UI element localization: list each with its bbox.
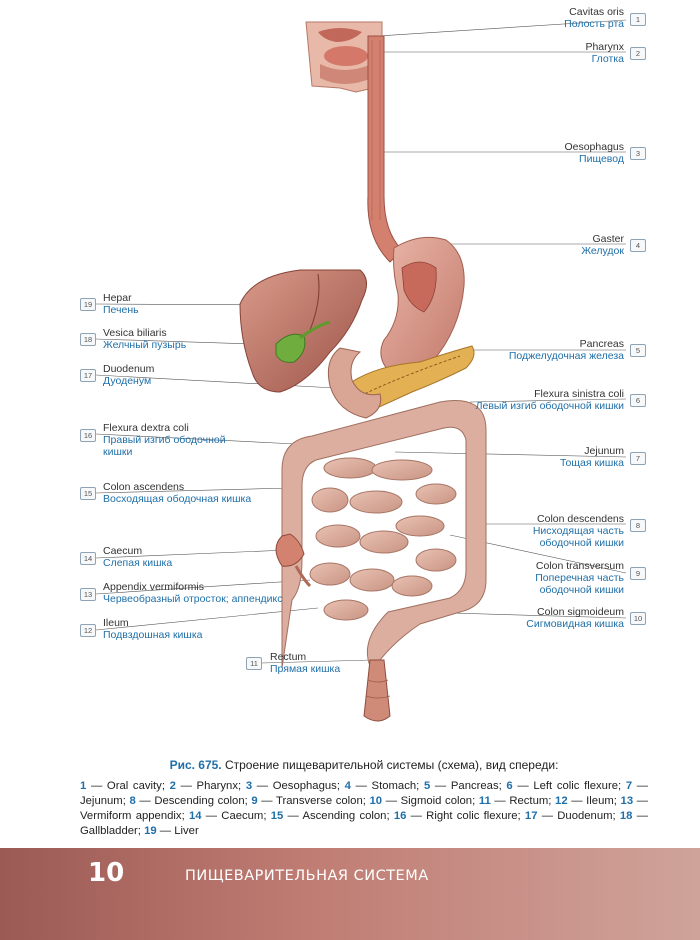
- caecum-shape: [275, 533, 305, 567]
- label-number-13: 13: [80, 588, 96, 601]
- label-number-9: 9: [630, 567, 646, 580]
- label-number-17: 17: [80, 369, 96, 382]
- label-number-8: 8: [630, 519, 646, 532]
- colon-shape: [281, 400, 487, 669]
- caption-legend: 1 — Oral cavity; 2 — Pharynx; 3 — Oesoph…: [80, 780, 649, 837]
- legend-term: Jejunum: [80, 795, 123, 807]
- legend-number: 13: [620, 795, 634, 807]
- appendix-shape: [294, 565, 312, 588]
- head-section-illustration: [305, 21, 383, 93]
- legend-number: 14: [188, 810, 202, 822]
- caption-title: Рис. 675. Строение пищеварительной систе…: [80, 758, 648, 772]
- figure-number: Рис. 675.: [169, 758, 222, 772]
- page-footer: 10 ПИЩЕВАРИТЕЛЬНАЯ СИСТЕМА: [0, 848, 700, 940]
- legend-term: Ileum: [586, 795, 614, 807]
- legend-term: Duodenum: [557, 810, 613, 822]
- label-number-12: 12: [80, 624, 96, 637]
- legend-term: Oral cavity: [106, 780, 162, 792]
- label-number-5: 5: [630, 344, 646, 357]
- label-number-18: 18: [80, 333, 96, 346]
- legend-number: 2: [169, 780, 176, 792]
- label-number-4: 4: [630, 239, 646, 252]
- label-number-3: 3: [630, 147, 646, 160]
- label-number-15: 15: [80, 487, 96, 500]
- label-number-16: 16: [80, 429, 96, 442]
- figure-caption: Рис. 675. Строение пищеварительной систе…: [80, 758, 648, 839]
- legend-number: 11: [478, 795, 491, 807]
- label-number-2: 2: [630, 47, 646, 60]
- label-number-11: 11: [246, 657, 262, 670]
- legend-term: Transverse colon: [276, 795, 363, 807]
- legend-term: Rectum: [509, 795, 549, 807]
- legend-number: 18: [619, 810, 633, 822]
- label-number-10: 10: [630, 612, 646, 625]
- legend-term: Descending colon: [154, 795, 245, 807]
- legend-number: 3: [245, 780, 253, 792]
- legend-term: Left colic flexure: [533, 780, 619, 792]
- section-title: ПИЩЕВАРИТЕЛЬНАЯ СИСТЕМА: [185, 868, 429, 884]
- legend-number: 16: [393, 810, 407, 822]
- legend-number: 1: [80, 780, 87, 792]
- label-number-14: 14: [80, 552, 96, 565]
- oesophagus-shape: [367, 35, 403, 263]
- legend-number: 7: [625, 780, 633, 792]
- label-number-6: 6: [630, 394, 646, 407]
- legend-term: Sigmoid colon: [400, 795, 473, 807]
- legend-term: Right colic flexure: [426, 810, 518, 822]
- legend-term: Pharynx: [196, 780, 238, 792]
- legend-term: Stomach: [371, 780, 417, 792]
- rectum-shape: [363, 659, 391, 722]
- liver-shape: [239, 269, 367, 393]
- legend-term: Oesophagus: [272, 780, 337, 792]
- legend-term: Ascending colon: [302, 810, 387, 822]
- gallbladder-shape: [275, 333, 306, 363]
- digestive-system-illustration: [95, 19, 627, 722]
- leader-lines: [95, 19, 627, 664]
- legend-number: 15: [270, 810, 284, 822]
- legend-number: 12: [555, 795, 568, 807]
- legend-term: Vermiform appendix: [80, 810, 182, 822]
- legend-term: Gallbladder: [80, 825, 138, 837]
- legend-number: 5: [423, 780, 431, 792]
- legend-term: Caecum: [221, 810, 264, 822]
- duodenum-shape: [327, 347, 382, 419]
- legend-number: 4: [344, 780, 351, 792]
- legend-number: 10: [369, 795, 383, 807]
- legend-number: 17: [524, 810, 538, 822]
- label-number-1: 1: [630, 13, 646, 26]
- legend-number: 9: [251, 795, 258, 807]
- legend-number: 8: [129, 795, 136, 807]
- legend-term: Liver: [174, 825, 199, 837]
- label-number-7: 7: [630, 452, 646, 465]
- legend-term: Pancreas: [450, 780, 499, 792]
- label-number-19: 19: [80, 298, 96, 311]
- page-number: 10: [88, 858, 125, 888]
- small-intestine-loops: [309, 457, 457, 621]
- legend-number: 6: [506, 780, 513, 792]
- caption-title-text: Строение пищеварительной системы (схема)…: [221, 758, 559, 772]
- legend-number: 19: [144, 825, 157, 837]
